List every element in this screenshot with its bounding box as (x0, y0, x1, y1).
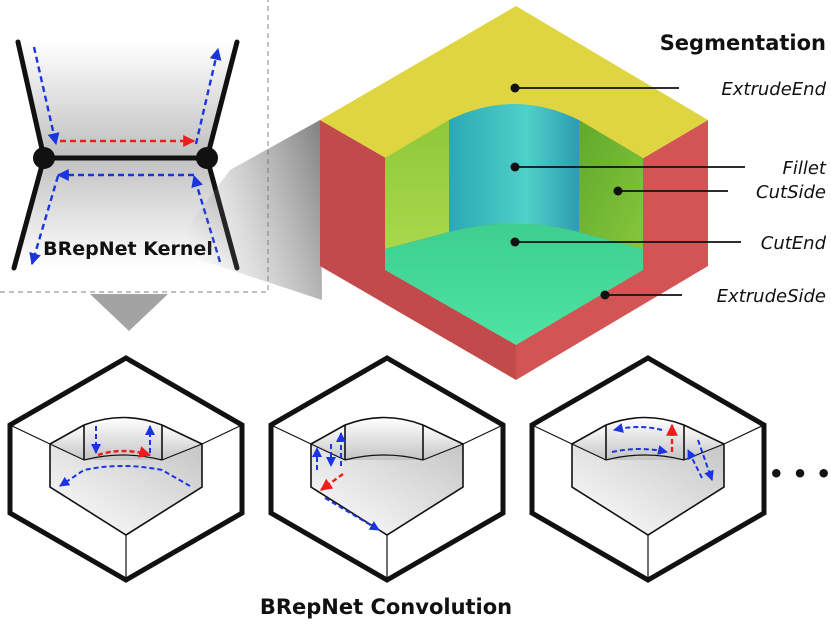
block3-coedge-top (613, 423, 663, 433)
segmentation-label-fillet: Fillet (510, 158, 827, 179)
kernel-vertex-left (33, 147, 55, 169)
segmentation-label-cut-side: CutSide (613, 182, 826, 203)
block3-coedge-bottom (611, 445, 668, 455)
block3-coedge-side-b (687, 449, 703, 479)
convolution-block-1 (10, 358, 242, 580)
convolution-ellipsis: • • • (769, 460, 831, 488)
kernel-panel-border (0, 0, 269, 293)
label-cut-end: CutEnd (761, 233, 827, 254)
face-cut-end (385, 223, 643, 345)
face-cut-side-left (385, 120, 449, 249)
block3-coedge-side-a (697, 439, 714, 481)
kernel-coedge-top-left (32, 46, 60, 146)
block1-coedge-main (97, 446, 152, 458)
kernel-panel: BRepNet Kernel (0, 0, 269, 293)
convolution-title: BRepNet Convolution (260, 595, 512, 619)
kernel-vertex-right (196, 147, 218, 169)
kernel-face-shading (14, 42, 237, 268)
model-drop-shadow (170, 120, 322, 300)
block1-coedge-floor (59, 465, 191, 487)
label-extrude-side: ExtrudeSide (717, 286, 826, 307)
segmentation-model (170, 6, 708, 380)
kernel-coedge-top-right (194, 47, 222, 145)
segmentation-label-extrude-end: ExtrudeEnd (510, 79, 827, 100)
label-fillet: Fillet (783, 158, 827, 179)
segmentation-label-extrude-side: ExtrudeSide (600, 286, 826, 307)
convolution-block-2 (271, 358, 503, 580)
block2-coedge-main (320, 473, 344, 491)
block2-coedge-floor (324, 497, 380, 531)
face-cut-side-right (579, 120, 643, 249)
down-arrow-triangle (90, 294, 168, 331)
label-cut-side: CutSide (756, 182, 826, 203)
segmentation-label-cut-end: CutEnd (510, 233, 827, 254)
segmentation-title: Segmentation (660, 31, 826, 55)
label-extrude-end: ExtrudeEnd (721, 79, 826, 100)
kernel-coedge-bottom-left (29, 175, 60, 266)
convolution-block-3 (532, 358, 764, 580)
kernel-title: BRepNet Kernel (43, 238, 213, 260)
